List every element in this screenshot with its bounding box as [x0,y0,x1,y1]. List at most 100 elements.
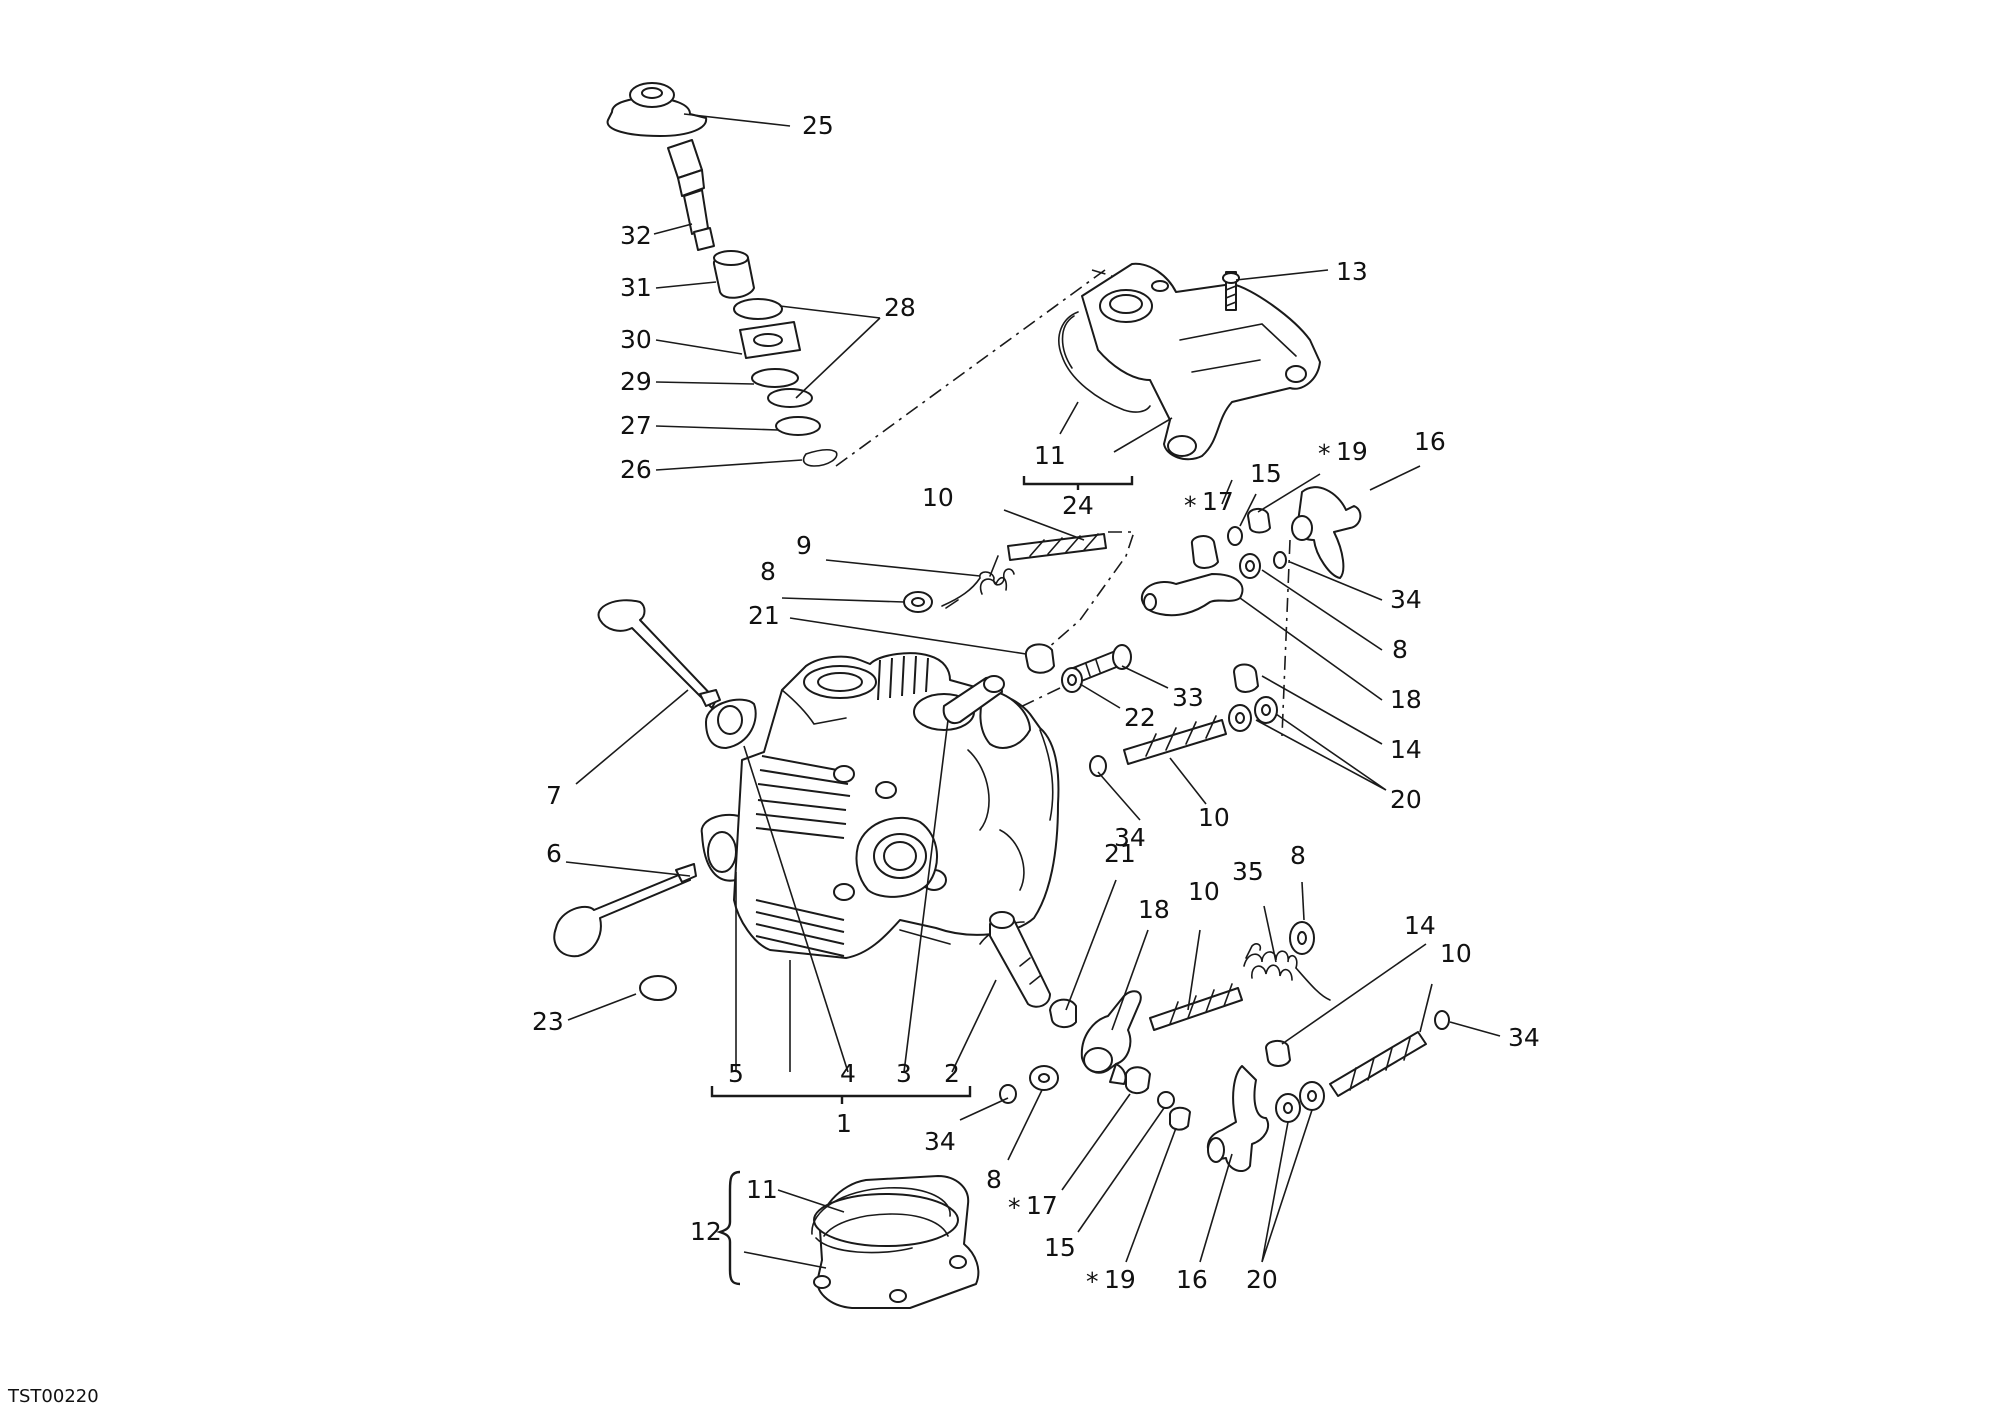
part-10-shaft-lower [1149,983,1243,1031]
callout-18-right: 18 [1390,685,1422,714]
part-25-cap [606,82,708,137]
callout-34-right-top: 34 [1390,585,1422,614]
alignment-dashed-line [1047,531,1136,649]
part-20-shims-low [1275,1081,1325,1123]
part-21-cap-lower [1049,998,1077,1028]
alignment-dashed-line [1281,539,1291,737]
group-brace-24 [1022,476,1134,490]
callout-14-low: 14 [1404,911,1436,940]
callout-11-flange: 11 [746,1175,778,1204]
callout-8-left: 8 [760,557,776,586]
part-12-intake-flange [813,1175,980,1309]
part-21-cap-upper [1024,643,1055,674]
callout-29: 29 [620,367,652,396]
group-brace-12 [716,1170,741,1286]
alignment-dashed-line [835,269,1106,467]
callout-16-low: 16 [1176,1265,1208,1294]
part-26-circlip [802,449,838,467]
part-3-guide [942,675,1005,724]
callout-22: 22 [1124,703,1156,732]
part-30-nut [739,321,801,359]
part-28-oring-top [733,298,783,320]
part-31-sleeve [713,250,755,299]
part-2-guide [989,911,1051,1008]
part-15-ring-top [1227,526,1243,546]
part-7-valve [597,599,721,709]
callout-10-low: 10 [1188,877,1220,906]
callout-10-mid: 10 [1198,803,1230,832]
part-6-valve [553,863,697,958]
callout-19-top: 19 [1336,437,1368,466]
callout-5: 5 [728,1059,744,1088]
callout-17-top: 17 [1202,487,1234,516]
part-22-washer [1061,667,1083,693]
callout-10-top: 10 [922,483,954,512]
callout-18-low: 18 [1138,895,1170,924]
part-9-spring [941,555,1015,609]
part-14-bushing-low [1265,1040,1291,1067]
callout-17-low: 17 [1026,1191,1058,1220]
part-8-washer-left [903,591,933,613]
part-13-bolt [1222,271,1240,311]
part-8-washer-low-right [1289,921,1315,955]
callout-3: 3 [896,1059,912,1088]
part-16-rocker-top [1291,486,1362,579]
callout-25: 25 [802,111,834,140]
callout-6: 6 [546,839,562,868]
part-23-cap [639,975,677,1001]
callout-labels: 25 32 31 28 30 29 27 26 13 11 24 10 9 8 … [532,111,1540,1296]
part-14-bushing-right [1233,663,1259,693]
callout-star-17-top: * [1184,491,1197,520]
part-34-circlip-low-left [999,1084,1017,1104]
callout-21-low: 21 [1104,839,1136,868]
figure-code: TST00220 [7,1386,99,1407]
leader-lines [565,113,1501,1269]
callout-1: 1 [836,1109,852,1138]
part-1-cylinder-head [733,652,1060,959]
callout-4: 4 [840,1059,856,1088]
alignment-dashed-line [1091,269,1113,277]
callout-10-low-right: 10 [1440,939,1472,968]
part-29-washer [751,368,799,388]
part-15-ring-low [1157,1091,1175,1109]
callout-35: 35 [1232,857,1264,886]
part-19-cap-top [1247,508,1271,534]
part-10-shaft-mid [1123,715,1227,765]
part-19-cap-low [1169,1106,1191,1131]
callout-34-low-left: 34 [924,1127,956,1156]
callout-34-low-right: 34 [1508,1023,1540,1052]
part-17-adjuster-top [1190,535,1219,569]
callout-30: 30 [620,325,652,354]
callout-26: 26 [620,455,652,484]
callout-13: 13 [1336,257,1368,286]
part-28-oring-bottom [767,388,813,408]
part-34-circlip-top-right [1273,551,1287,569]
part-35-spring [1243,943,1331,1001]
callout-31: 31 [620,273,652,302]
callout-23: 23 [532,1007,564,1036]
callout-16-top: 16 [1414,427,1446,456]
callout-11-cover: 11 [1034,441,1066,470]
part-27-ring [775,416,821,436]
callout-20-low: 20 [1246,1265,1278,1294]
part-34-circlip-low-right [1434,1010,1450,1030]
callout-9: 9 [796,531,812,560]
callout-20-right: 20 [1390,785,1422,814]
callout-27: 27 [620,411,652,440]
part-32-sensor [667,139,715,251]
part-8-washer-low-left [1029,1065,1059,1091]
part-10-shaft-low-right [1329,1031,1427,1097]
callout-star-17-low: * [1008,1193,1021,1222]
callout-24: 24 [1062,491,1094,520]
part-4-seal-upper [705,698,757,749]
part-10-shaft-upper [1007,533,1107,561]
callout-star-19-top: * [1318,439,1331,468]
part-18-rocker-upper [1140,573,1244,617]
part-8-washer-right [1239,553,1261,579]
alignment-dashed-line [1009,687,1061,713]
callout-12: 12 [690,1217,722,1246]
callout-8-right: 8 [1392,635,1408,664]
part-18-rocker-lower [1080,990,1142,1085]
callout-8-low-right: 8 [1290,841,1306,870]
